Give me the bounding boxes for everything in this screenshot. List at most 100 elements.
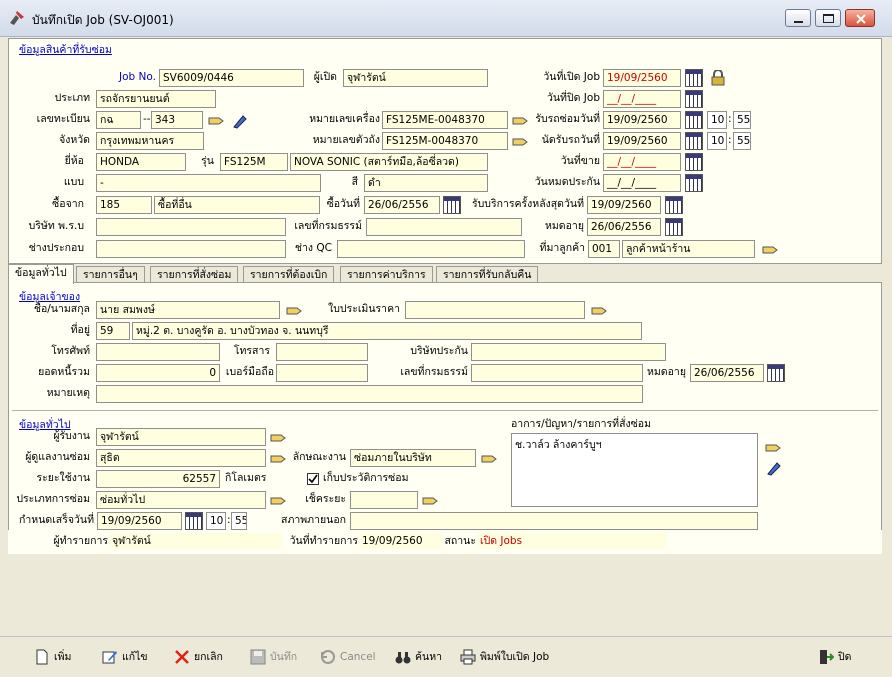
open-date-calendar-icon[interactable] [685, 69, 703, 87]
model-name-field[interactable]: NOVA SONIC (สตาร์ทมือ,ล้อซี่ลวด) [290, 153, 488, 171]
receive-date-calendar-icon[interactable] [685, 111, 703, 129]
work-type-lookup-icon[interactable] [481, 451, 499, 467]
tab-others[interactable]: รายการอื่นๆ [76, 266, 145, 284]
add-button[interactable]: เพิ่ม [34, 648, 71, 666]
source-lookup-icon[interactable] [762, 242, 780, 258]
sale-date-calendar-icon[interactable] [685, 153, 703, 171]
distance-field[interactable]: 62557 [96, 470, 220, 488]
buy-date-field[interactable]: 26/06/2556 [364, 196, 440, 214]
lock-icon[interactable] [711, 70, 725, 86]
edit-button[interactable]: แก้ไข [102, 648, 148, 666]
appoint-minute-field[interactable]: 55 [733, 132, 751, 150]
expire-field[interactable]: 26/06/2556 [587, 218, 661, 236]
policy-no-field[interactable] [366, 218, 522, 236]
receive-hour-field[interactable]: 10 [707, 111, 727, 129]
balance-field[interactable]: 0 [96, 364, 220, 382]
engine-lookup-icon[interactable] [512, 113, 530, 129]
due-date-field[interactable]: 19/09/2560 [97, 512, 182, 530]
bought-from-code-field[interactable]: 185 [96, 196, 152, 214]
fax-field[interactable] [276, 343, 368, 361]
cancel-button[interactable]: Cancel [320, 648, 376, 666]
owner-section-header[interactable]: ข้อมูลเจ้าของ [19, 291, 81, 303]
close-date-calendar-icon[interactable] [685, 90, 703, 108]
check-distance-lookup-icon[interactable] [422, 493, 440, 509]
owner-expire-calendar-icon[interactable] [767, 364, 785, 382]
engine-no-field[interactable]: FS125ME-0048370 [382, 111, 508, 129]
repair-type-field[interactable]: ซ่อมทั่วไป [96, 491, 266, 509]
sale-date-field[interactable]: __/__/____ [603, 153, 681, 171]
bought-from-name-field[interactable]: ซื้อที่อื่น [154, 196, 320, 214]
model-code-field[interactable]: FS125M [220, 153, 288, 171]
symptoms-lookup-icon[interactable] [765, 440, 783, 456]
general-section-header[interactable]: ข้อมูลทั่วไป [19, 419, 71, 431]
last-service-field[interactable]: 19/09/2560 [587, 196, 661, 214]
insurance-co-field[interactable] [471, 343, 666, 361]
tab-parts-requisition[interactable]: รายการที่ต้องเบิก [243, 266, 335, 284]
edit-pen-icon[interactable] [231, 113, 249, 129]
save-button[interactable]: บันทึก [250, 648, 297, 666]
receiver-field[interactable]: จุฬารัตน์ [96, 428, 266, 446]
owner-lookup-icon[interactable] [286, 303, 304, 319]
type-field[interactable]: รถจักรยานยนต์ [96, 90, 216, 108]
due-minute-field[interactable]: 55 [231, 512, 247, 530]
quote-lookup-icon[interactable] [591, 303, 609, 319]
address-field[interactable]: หมู่.2 ต. บางคูรัด อ. บางบัวทอง จ. นนทบุ… [132, 322, 642, 340]
quote-field[interactable] [405, 301, 585, 319]
province-field[interactable]: กรุงเทพมหานคร [96, 132, 204, 150]
receive-minute-field[interactable]: 55 [733, 111, 751, 129]
expire-calendar-icon[interactable] [665, 218, 683, 236]
buy-date-calendar-icon[interactable] [443, 196, 461, 214]
search-button[interactable]: ค้นหา [395, 648, 442, 666]
maximize-button[interactable] [815, 9, 841, 27]
check-distance-field[interactable] [350, 491, 418, 509]
note-field[interactable] [96, 385, 643, 403]
owner-policy-no-field[interactable] [471, 364, 643, 382]
warranty-end-calendar-icon[interactable] [685, 174, 703, 192]
plate-prefix-field[interactable]: กฉ [96, 111, 141, 129]
close-date-field[interactable]: __/__/____ [603, 90, 681, 108]
owner-expire-field[interactable]: 26/06/2556 [690, 364, 764, 382]
mobile-field[interactable] [276, 364, 368, 382]
qc-field[interactable] [337, 240, 525, 258]
tab-service-charges[interactable]: รายการค่าบริการ [340, 266, 433, 284]
address-no-field[interactable]: 59 [96, 322, 130, 340]
source-name-field[interactable]: ลูกค้าหน้าร้าน [622, 240, 755, 258]
exterior-field[interactable] [350, 512, 758, 530]
receiver-lookup-icon[interactable] [270, 430, 288, 446]
open-date-field[interactable]: 19/09/2560 [603, 69, 681, 87]
chassis-lookup-icon[interactable] [512, 134, 530, 150]
supervisor-field[interactable]: สุธิต [96, 449, 266, 467]
insurer-field[interactable] [96, 218, 286, 236]
close-button[interactable]: ปิด [818, 648, 851, 666]
plate-no-field[interactable]: 343 [151, 111, 203, 129]
appoint-date-field[interactable]: 19/09/2560 [603, 132, 681, 150]
receive-date-field[interactable]: 19/09/2560 [603, 111, 681, 129]
warranty-end-field[interactable]: __/__/____ [603, 174, 681, 192]
style-field[interactable]: - [96, 174, 321, 192]
color-field[interactable]: ดำ [364, 174, 488, 192]
opened-by-field[interactable]: จุฬารัตน์ [343, 69, 488, 87]
product-section-header[interactable]: ข้อมูลสินค้าที่รับซ่อม [19, 44, 112, 56]
symptoms-edit-icon[interactable] [765, 460, 783, 476]
repair-type-lookup-icon[interactable] [270, 493, 288, 509]
tab-returned-items[interactable]: รายการที่รับกลับคืน [436, 266, 539, 284]
due-date-calendar-icon[interactable] [185, 512, 203, 530]
symptoms-textarea[interactable]: ช.วาล์ว ล้างคาร์บูฯ [511, 433, 758, 507]
assembler-field[interactable] [96, 240, 286, 258]
close-window-button[interactable] [845, 9, 875, 27]
appoint-hour-field[interactable]: 10 [707, 132, 727, 150]
supervisor-lookup-icon[interactable] [270, 451, 288, 467]
due-hour-field[interactable]: 10 [206, 512, 226, 530]
tab-repair-orders[interactable]: รายการที่สั่งซ่อม [150, 266, 239, 284]
last-service-calendar-icon[interactable] [665, 196, 683, 214]
appoint-date-calendar-icon[interactable] [685, 132, 703, 150]
phone-field[interactable] [96, 343, 220, 361]
brand-field[interactable]: HONDA [96, 153, 186, 171]
chassis-no-field[interactable]: FS125M-0048370 [382, 132, 508, 150]
lookup-icon[interactable] [208, 113, 226, 129]
cancel-job-button[interactable]: ยกเลิก [174, 648, 223, 666]
print-button[interactable]: พิมพ์ใบเปิด Job [460, 648, 549, 666]
minimize-button[interactable] [785, 9, 811, 27]
source-code-field[interactable]: 001 [588, 240, 620, 258]
owner-name-field[interactable]: นาย สมพงษ์ [96, 301, 280, 319]
